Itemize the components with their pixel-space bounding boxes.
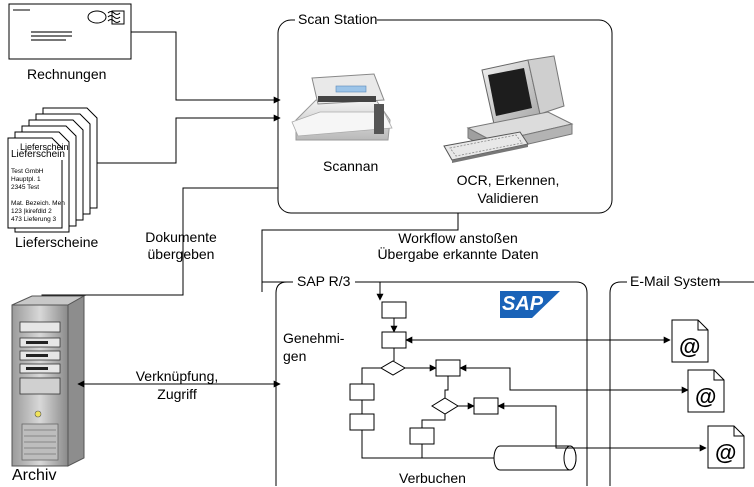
email-icon xyxy=(707,425,745,469)
archive-server-icon xyxy=(11,295,86,467)
arrow-scan-to-sap xyxy=(261,213,459,282)
envelope-icon xyxy=(8,3,132,60)
delivery-note-row-2: 473 Lieferung 3 xyxy=(11,216,57,223)
workflow-label-line1: Workflow anstoßen xyxy=(398,230,518,246)
delivery-note-back-title: Lieferschein xyxy=(20,142,69,152)
arrow-sap-email-3 xyxy=(497,402,707,452)
scanner-label: Scannan xyxy=(323,158,379,174)
arrow-invoices-to-scan xyxy=(131,31,281,104)
approve-label-line2: gen xyxy=(283,348,307,364)
sap-logo-text: SAP xyxy=(502,293,544,315)
sap-flowchart xyxy=(349,301,499,445)
arrow-sap-email-2 xyxy=(459,364,689,394)
ocr-label-line2: Validieren xyxy=(477,190,539,206)
email-at-symbol: @ xyxy=(679,334,701,359)
email-icon xyxy=(671,319,709,363)
ocr-label-line1: OCR, Erkennen, xyxy=(456,172,560,188)
archive-link-line1: Verknüpfung, xyxy=(135,368,219,384)
delivery-note-row-1: 123 |kirefdld 2 xyxy=(11,208,52,215)
delivery-note-company: Test GmbH xyxy=(11,168,44,175)
delivery-note-title: Lieferschein xyxy=(11,149,65,160)
handoff-label-line1: Dokumente xyxy=(145,229,217,245)
sap-logo xyxy=(500,291,560,318)
computer-icon xyxy=(443,55,574,163)
delivery-note-street: Hauptpl. 1 xyxy=(11,176,41,183)
email-at-symbol: @ xyxy=(715,440,737,465)
workflow-label-line2: Übergabe erkannte Daten xyxy=(377,246,539,262)
arrow-deliverynotes-to-scan xyxy=(97,114,281,164)
handoff-label-line2: übergeben xyxy=(147,246,215,262)
archive-link-line2: Zugriff xyxy=(157,386,197,402)
archive-label: Archiv xyxy=(12,467,57,484)
email-at-symbol: @ xyxy=(695,384,717,409)
approve-label-line1: Genehmi- xyxy=(283,330,345,346)
delivery-note-col-header: Mat. Bezeich. Men xyxy=(11,200,65,207)
invoices-label: Rechnungen xyxy=(27,66,107,82)
delivery-note-city: 2345 Test xyxy=(11,184,40,191)
email-system-title: E-Mail System xyxy=(630,273,721,289)
database-cylinder xyxy=(493,445,577,471)
email-icon xyxy=(687,369,725,413)
sap-title: SAP R/3 xyxy=(297,273,351,289)
sap-box xyxy=(275,281,588,486)
scanner-icon xyxy=(291,73,393,141)
scan-station-title: Scan Station xyxy=(298,11,378,27)
email-system-box xyxy=(609,281,754,486)
booking-label: Verbuchen xyxy=(399,470,466,486)
scan-station-box xyxy=(277,19,613,214)
delivery-notes-label: Lieferscheine xyxy=(15,234,99,250)
